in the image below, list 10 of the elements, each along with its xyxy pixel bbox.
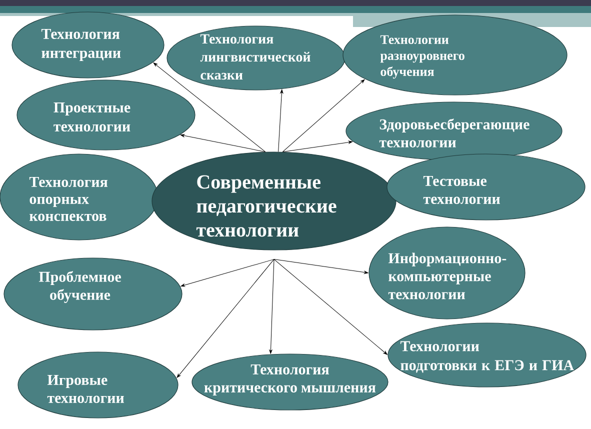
arrow — [282, 79, 365, 152]
arrow — [274, 259, 368, 274]
arrow — [153, 62, 266, 152]
arrow — [180, 134, 266, 152]
arrow — [269, 259, 274, 354]
arrow — [274, 259, 388, 355]
arrow — [278, 89, 284, 152]
arrow — [180, 259, 274, 287]
arrow — [176, 259, 274, 378]
arrow — [282, 140, 353, 152]
